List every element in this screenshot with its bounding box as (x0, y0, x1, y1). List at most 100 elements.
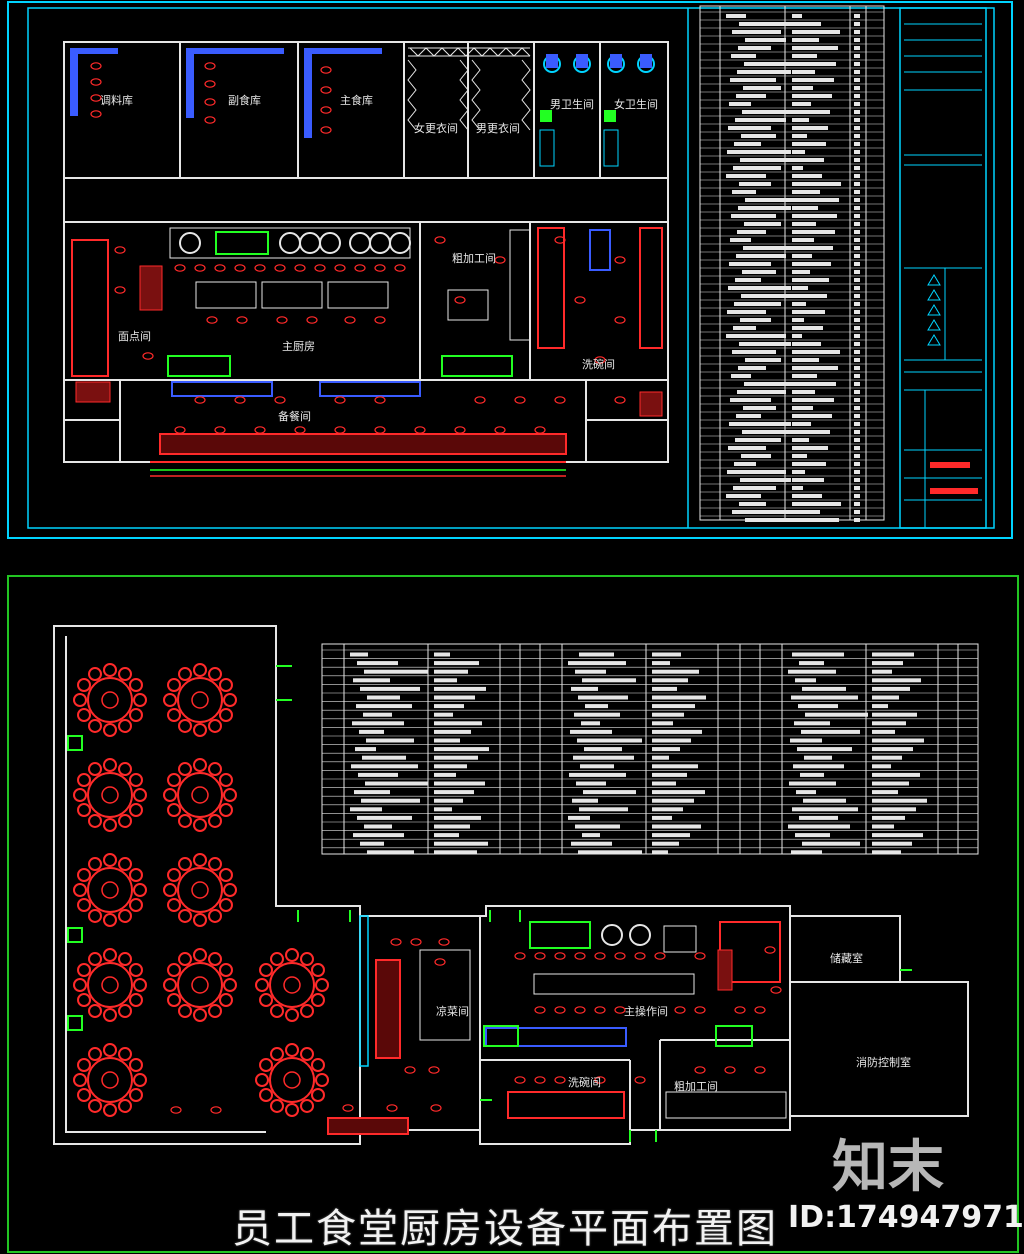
round-table (73, 663, 147, 737)
bottom-schedule-row-text (652, 824, 701, 829)
equipment-tags (90, 62, 626, 434)
schedule-row-qty (854, 278, 860, 282)
equipment-tag (204, 80, 216, 88)
schedule-row-text (732, 190, 756, 194)
bottom-schedule-row-text (872, 772, 920, 777)
schedule-row-qty (854, 502, 860, 506)
equipment-tag (534, 1076, 546, 1084)
bottom-schedule-row-text (798, 704, 838, 709)
equipment-tag (276, 316, 288, 324)
schedule-row-text (792, 350, 840, 354)
schedule-row-text (792, 438, 809, 442)
schedule-row-text (792, 510, 820, 514)
room-label-store-3: 主食库 (340, 93, 373, 107)
bottom-schedule-row-text (577, 738, 642, 743)
schedule-row-text (792, 294, 827, 298)
equipment-tag (374, 426, 386, 434)
room-label-cold-dish: 凉菜间 (436, 1004, 469, 1018)
schedule-row-qty (854, 182, 860, 186)
schedule-row-text (741, 454, 771, 458)
equipment-tag (534, 426, 546, 434)
schedule-row-text (792, 470, 805, 474)
schedule-row-text (733, 166, 781, 170)
round-table (255, 1043, 329, 1117)
equipment-tag (334, 264, 346, 272)
bottom-schedule-rows (322, 649, 978, 855)
equipment-tag (594, 356, 606, 364)
room-label-changing-m: 男更衣间 (476, 121, 520, 135)
title-block (899, 7, 987, 529)
schedule-row-text (727, 310, 766, 314)
schedule-row-text (792, 462, 826, 466)
schedule-row-text (742, 270, 776, 274)
dining-hall-walls (53, 625, 969, 1145)
green-doors (276, 665, 912, 1142)
equipment-tag (354, 264, 366, 272)
schedule-row-text (792, 334, 802, 338)
bottom-schedule-row-text (652, 798, 694, 803)
schedule-row-text (792, 390, 815, 394)
room-label-main-operation: 主操作间 (624, 1004, 668, 1018)
schedule-row-qty (854, 342, 860, 346)
bottom-schedule-row-text (872, 721, 906, 726)
bottom-kitchen-equipment (327, 915, 787, 1135)
schedule-row-text (745, 518, 801, 522)
schedule-row-qty (854, 166, 860, 170)
equipment-tag (194, 264, 206, 272)
schedule-row-qty (854, 422, 860, 426)
bottom-schedule-row-text (652, 747, 680, 752)
bottom-schedule-row-text (358, 772, 398, 777)
schedule-row-text (737, 70, 791, 74)
bottom-frame (7, 575, 1019, 1253)
truss-pattern (407, 47, 531, 131)
schedule-row-qty (854, 486, 860, 490)
equipment-tag (574, 1006, 586, 1014)
bottom-schedule-row-text (652, 790, 705, 795)
equipment-tag (374, 396, 386, 404)
bottom-schedule-row-text (578, 695, 628, 700)
bottom-schedule-row-text (434, 764, 467, 769)
equipment-tag (454, 426, 466, 434)
brand-watermark: 知末 (832, 1135, 944, 1200)
equipment-tag (254, 264, 266, 272)
schedule-row-qty (854, 110, 860, 114)
bottom-schedule-row-text (361, 798, 420, 803)
schedule-row-text (792, 150, 805, 154)
bottom-schedule-row-text (585, 704, 608, 709)
bottom-schedule-row-text (805, 712, 868, 717)
schedule-row-text (792, 342, 821, 346)
schedule-row-text (792, 14, 802, 18)
equipment-tag (404, 1066, 416, 1074)
bottom-schedule-row-text (360, 686, 420, 691)
bottom-schedule-row-text (364, 669, 428, 674)
schedule-row-qty (854, 14, 860, 18)
equipment-tag (174, 426, 186, 434)
bottom-schedule-row-text (652, 721, 673, 726)
equipment-tag (554, 236, 566, 244)
schedule-row-qty (854, 150, 860, 154)
schedule-row-text (792, 158, 824, 162)
bottom-schedule-row-text (434, 678, 457, 683)
schedule-row-text (726, 334, 786, 338)
schedule-row-text (792, 286, 808, 290)
schedule-row-qty (854, 318, 860, 322)
room-label-rough: 粗加工间 (452, 252, 496, 265)
equipment-tag (674, 1006, 686, 1014)
schedule-row-text (743, 86, 781, 90)
room-label-dishwash-b: 洗碗间 (568, 1075, 601, 1089)
bottom-schedule-row-text (568, 815, 590, 820)
schedule-row-qty (854, 430, 860, 434)
schedule-row-text (792, 174, 822, 178)
equipment-tag (614, 316, 626, 324)
schedule-row-text (742, 110, 801, 114)
schedule-row-text (792, 206, 818, 210)
equipment-tag (204, 98, 216, 106)
equipment-tag (390, 938, 402, 946)
schedule-row-qty (854, 414, 860, 418)
schedule-row-qty (854, 462, 860, 466)
bottom-schedule-row-text (573, 755, 634, 760)
equipment-tag (764, 946, 776, 954)
schedule-row-text (731, 374, 751, 378)
bottom-schedule-row-text (872, 678, 921, 683)
bottom-schedule-table (321, 643, 979, 855)
